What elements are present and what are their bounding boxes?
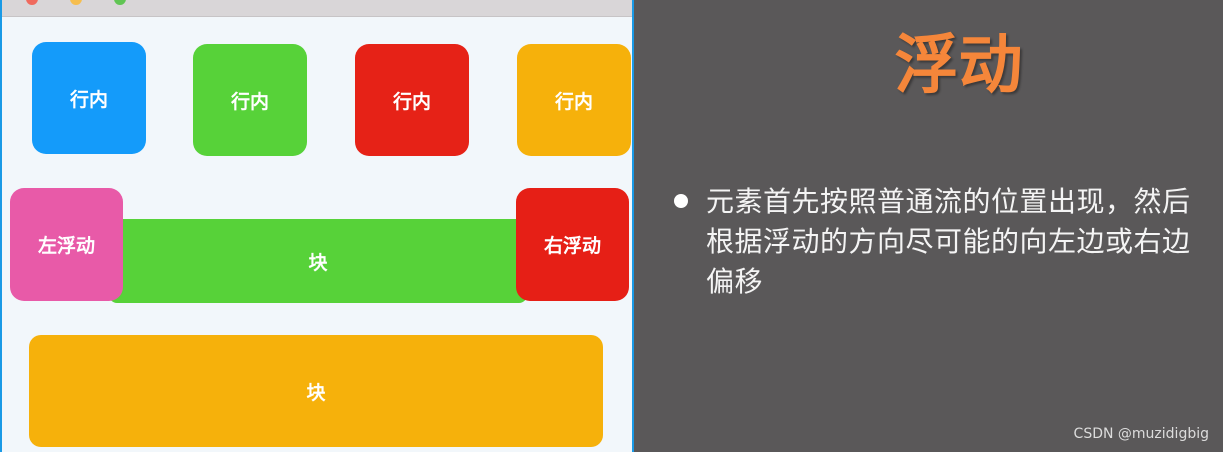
block-green: 块: [109, 219, 527, 303]
block-orange: 块: [29, 335, 603, 447]
inline-box-blue: 行内: [32, 42, 146, 154]
float-right-box: 右浮动: [516, 188, 629, 301]
inline-box-green: 行内: [193, 44, 307, 156]
bullet-item: 元素首先按照普通流的位置出现，然后根据浮动的方向尽可能的向左边或右边偏移: [674, 182, 1214, 302]
watermark: CSDN @muzidigbig: [1073, 426, 1209, 442]
close-window-icon[interactable]: [26, 0, 38, 5]
maximize-window-icon[interactable]: [114, 0, 126, 5]
browser-window: 行内 行内 行内 行内 块 左浮动 右浮动 块: [0, 0, 634, 452]
inline-box-red: 行内: [355, 44, 469, 156]
window-titlebar: [2, 0, 632, 17]
minimize-window-icon[interactable]: [70, 0, 82, 5]
inline-box-orange: 行内: [517, 44, 631, 156]
slide-title: 浮动: [894, 29, 1023, 103]
bullet-dot-icon: [674, 194, 688, 208]
bullet-text: 元素首先按照普通流的位置出现，然后根据浮动的方向尽可能的向左边或右边偏移: [706, 185, 1191, 298]
slide-panel: 浮动 元素首先按照普通流的位置出现，然后根据浮动的方向尽可能的向左边或右边偏移 …: [634, 0, 1223, 452]
float-left-box: 左浮动: [10, 188, 123, 301]
